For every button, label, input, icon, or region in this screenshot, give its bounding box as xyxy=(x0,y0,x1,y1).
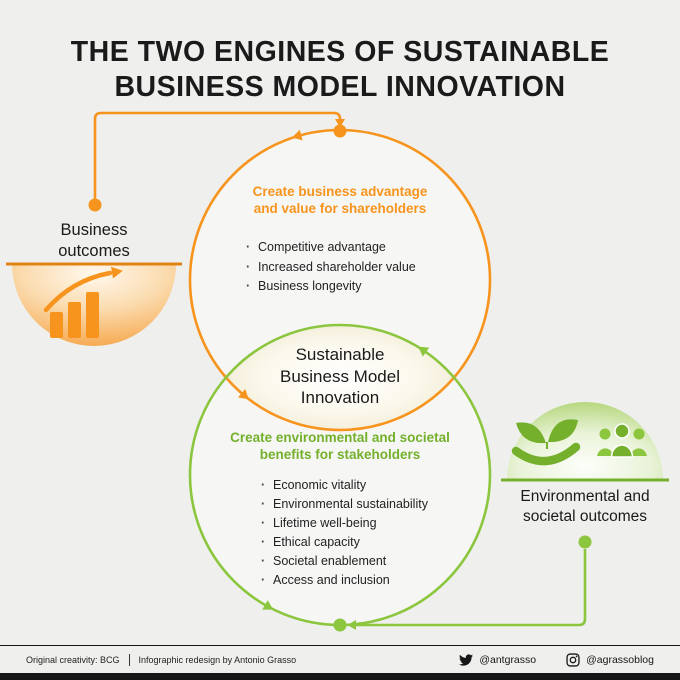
societal-benefits-list: Economic vitality Environmental sustaina… xyxy=(260,476,428,590)
bar-chart-growth-icon xyxy=(43,266,123,338)
list-item: Environmental sustainability xyxy=(260,495,428,514)
people-group-icon xyxy=(597,423,647,458)
orange-circle-top-dot xyxy=(333,124,347,138)
instagram-credit: @agrassoblog xyxy=(566,653,654,667)
footer-credits: Original creativity: BCG Infographic red… xyxy=(26,654,296,666)
green-cycle-arrow-icon xyxy=(262,600,274,610)
twitter-bird-icon xyxy=(459,654,474,666)
environment-node-dot xyxy=(578,535,592,549)
list-item: Access and inclusion xyxy=(260,571,428,590)
orange-cycle-arrow-icon xyxy=(237,389,249,400)
list-item: Business longevity xyxy=(245,277,416,297)
green-circle-bottom-dot xyxy=(333,618,347,632)
list-item: Increased shareholder value xyxy=(245,258,416,278)
instagram-handle: @agrassoblog xyxy=(586,654,654,666)
footer-separator xyxy=(0,645,680,646)
business-outcomes-label: Business outcomes xyxy=(58,221,130,260)
center-overlap-label: Sustainable Business Model Innovation xyxy=(279,345,400,407)
credit-original: Original creativity: BCG xyxy=(26,655,120,665)
environment-outcomes-badge xyxy=(501,402,669,482)
environment-connector-line xyxy=(354,549,587,627)
business-engine-heading: Create business advantage and value for … xyxy=(252,184,428,216)
footer-divider xyxy=(128,654,130,666)
societal-engine-heading: Create environmental and societal benefi… xyxy=(230,430,450,462)
green-cycle-arrow-icon xyxy=(418,346,430,357)
page-title-line2: BUSINESS MODEL INNOVATION xyxy=(114,71,566,104)
footer-social: @antgrasso @agrassoblog xyxy=(459,653,654,667)
list-item: Lifetime well-being xyxy=(260,514,428,533)
business-connector-line xyxy=(93,111,342,199)
credit-redesign: Infographic redesign by Antonio Grasso xyxy=(138,655,297,665)
list-item: Economic vitality xyxy=(260,476,428,495)
instagram-icon xyxy=(566,653,580,667)
list-item: Competitive advantage xyxy=(245,238,416,258)
orange-cycle-arrow-icon xyxy=(292,129,303,141)
footer: Original creativity: BCG Infographic red… xyxy=(0,647,680,673)
list-item: Societal enablement xyxy=(260,552,428,571)
list-item: Ethical capacity xyxy=(260,533,428,552)
twitter-handle: @antgrasso xyxy=(479,654,537,666)
business-connector-arrow-icon xyxy=(335,119,345,128)
business-benefits-list: Competitive advantage Increased sharehol… xyxy=(245,238,416,297)
business-node-dot xyxy=(88,198,102,212)
page-title-line1: THE TWO ENGINES OF SUSTAINABLE xyxy=(70,36,610,69)
environment-connector-arrow-icon xyxy=(347,620,356,630)
overlap-lens xyxy=(226,324,454,431)
environmental-outcomes-label: Environmental and societal outcomes xyxy=(520,488,650,525)
page-title: THE TWO ENGINES OF SUSTAINABLE BUSINESS … xyxy=(0,35,680,105)
bottom-bar xyxy=(0,673,680,680)
twitter-credit: @antgrasso xyxy=(459,653,536,667)
business-outcomes-badge xyxy=(6,262,182,346)
hand-leaves-icon xyxy=(511,419,581,466)
